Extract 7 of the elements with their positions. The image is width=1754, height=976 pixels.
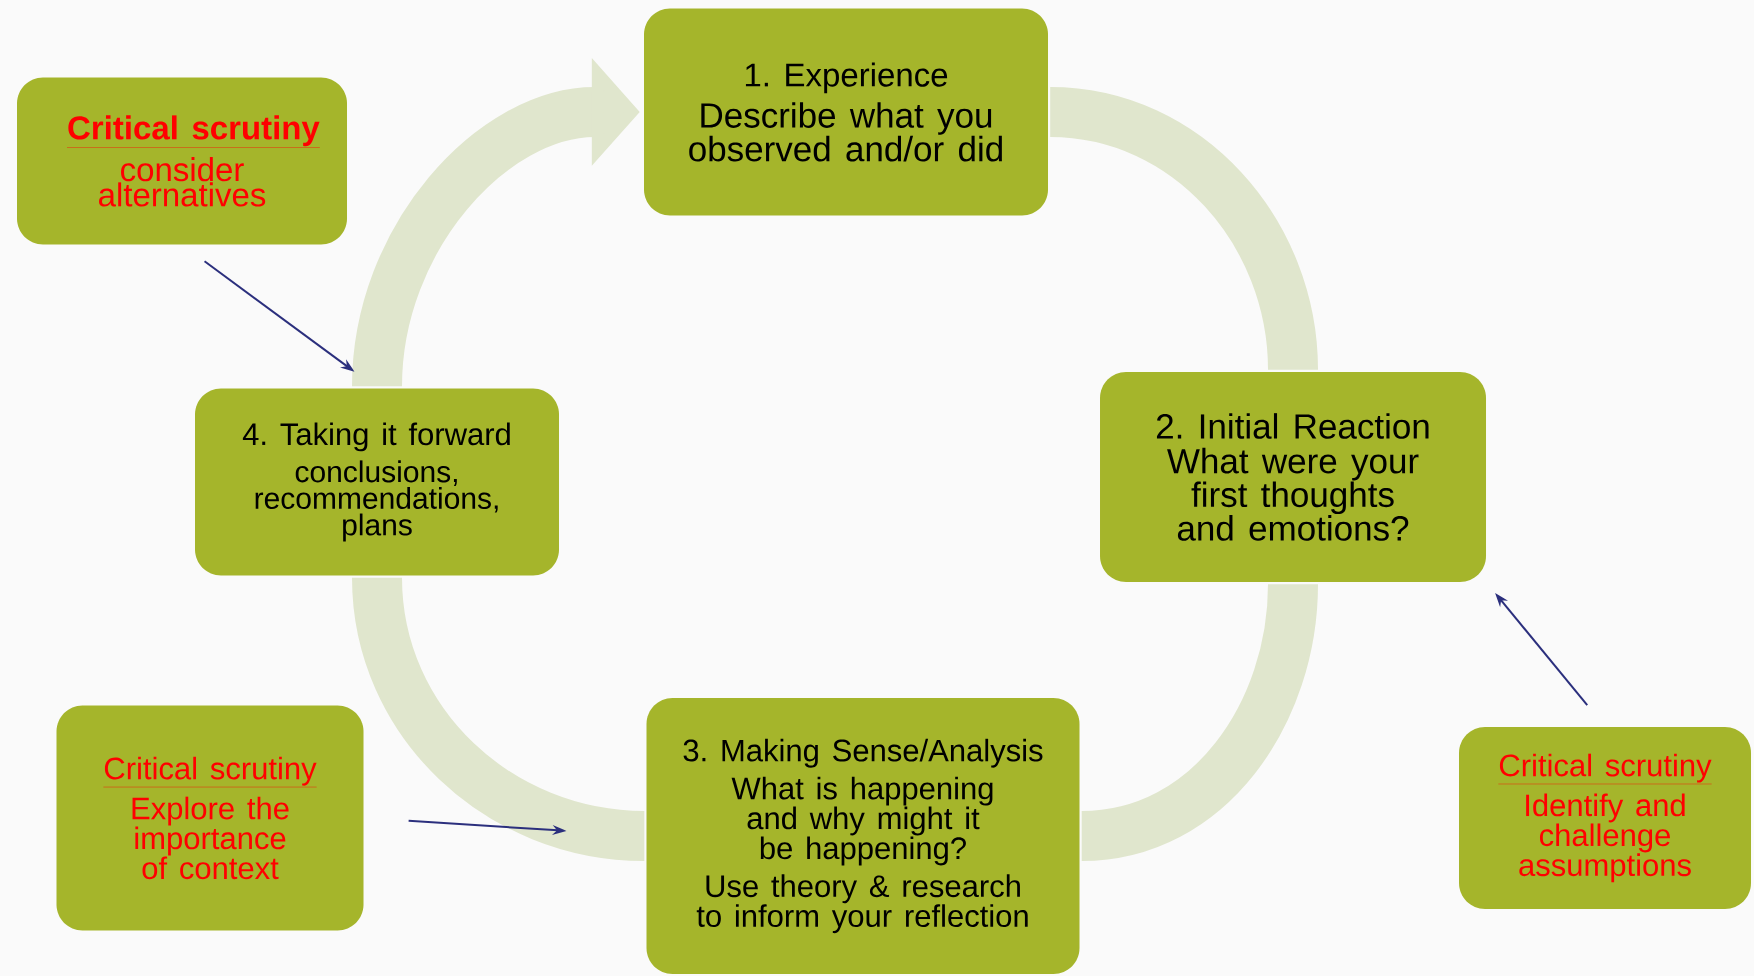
process-box: 3. Making Sense/Analysis What is happening and why might it be happening? Use theory & research to inform your reflection (646, 698, 1080, 974)
process-box: 4. Taking it forward conclusions, recommendations, plans (195, 388, 559, 576)
process-box: 1. Experience Describe what you observed and/or did (644, 8, 1048, 216)
note-box: Critical scrutiny Explore the importance of context (56, 705, 364, 931)
process-box: 2. Initial Reaction What were your first thoughts and emotions? (1100, 372, 1486, 582)
note-box: Critical scrutiny Identify and challenge assumptions (1459, 727, 1751, 909)
note-box: Critical scrutiny consider alternatives (17, 77, 347, 245)
